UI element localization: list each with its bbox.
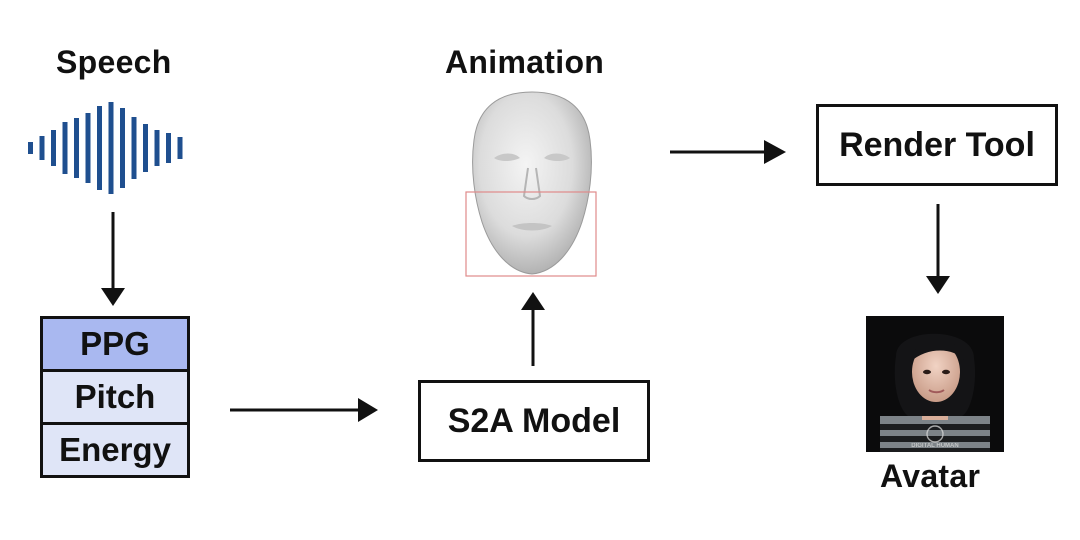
feature-ppg: PPG: [40, 316, 190, 372]
arrowhead-right-2: [764, 140, 786, 164]
arrowhead-down-2: [926, 276, 950, 294]
waveform-bar: [177, 137, 183, 159]
waveform-bar: [154, 130, 160, 166]
feature-pitch: Pitch: [40, 369, 190, 425]
speech-label: Speech: [56, 44, 172, 80]
arrowhead-down-1: [101, 288, 125, 306]
feature-stack: PPG Pitch Energy: [40, 316, 190, 478]
avatar-label: Avatar: [880, 458, 981, 494]
animation-face-icon: [465, 91, 597, 277]
waveform-bar: [97, 106, 102, 190]
speech-waveform-icon: [28, 102, 183, 194]
waveform-bar: [39, 136, 45, 160]
waveform-bar: [108, 102, 114, 194]
arrowhead-right-1: [358, 398, 378, 422]
feature-energy: Energy: [40, 422, 190, 478]
arrowhead-up-1: [521, 292, 545, 310]
waveform-bar: [120, 108, 125, 188]
waveform-bar: [85, 113, 91, 183]
waveform-bar: [131, 117, 137, 179]
avatar-watermark: DIGITAL HUMAN: [911, 443, 958, 449]
avatar-image: DIGITAL HUMAN: [866, 316, 1004, 452]
render-tool-box: Render Tool: [816, 104, 1058, 186]
waveform-bar: [74, 118, 79, 178]
mouth-region-box: [465, 191, 597, 277]
waveform-bar: [62, 122, 68, 174]
avatar-portrait-icon: DIGITAL HUMAN: [866, 316, 1004, 452]
waveform-bar: [28, 142, 33, 154]
waveform-bar: [51, 130, 56, 166]
s2a-model-box: S2A Model: [418, 380, 650, 462]
waveform-bar: [166, 133, 171, 163]
waveform-bar: [143, 124, 148, 172]
animation-label: Animation: [445, 44, 605, 80]
